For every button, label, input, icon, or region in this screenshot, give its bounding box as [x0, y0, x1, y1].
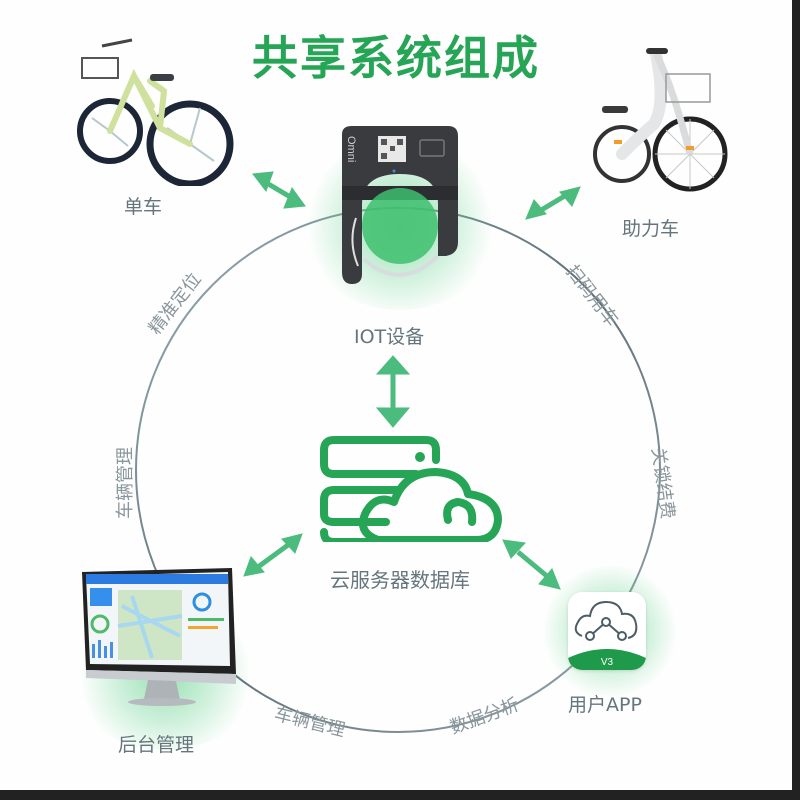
svg-text:Omni: Omni — [345, 136, 357, 162]
node-label-ebike: 助力车 — [622, 218, 680, 240]
node-label-bike: 单车 — [124, 196, 163, 218]
assist-bicycle-image — [582, 44, 732, 194]
arc-label-vehicle-management: 车辆管理 — [115, 447, 136, 519]
app-icon[interactable]: V3 — [568, 592, 646, 670]
bottom-bar — [0, 790, 800, 800]
bicycle-image — [72, 36, 242, 186]
diagram-canvas: 共享系统组成 精准定位 车辆管理 扫码用车 关锁结费 车辆管理 数据分析 单车 — [0, 0, 792, 790]
double-arrow-icon — [375, 355, 411, 428]
svg-text:V3: V3 — [601, 657, 614, 668]
double-arrow-icon — [243, 533, 303, 577]
double-arrow-icon — [502, 539, 561, 590]
smart-lock-image: Omni — [334, 124, 466, 286]
connection-graphics — [135, 171, 661, 733]
double-arrow-icon — [252, 171, 306, 209]
page-title: 共享系统组成 — [252, 31, 540, 85]
double-arrow-icon — [525, 186, 581, 220]
node-label-app: 用户APP — [568, 694, 642, 716]
monitor-dashboard-image — [72, 566, 242, 712]
node-label-backend: 后台管理 — [118, 734, 195, 756]
server-cloud-icon — [316, 432, 506, 542]
node-label-cloud: 云服务器数据库 — [330, 568, 470, 592]
right-edge-bar — [792, 0, 800, 800]
node-label-iot: IOT设备 — [354, 326, 425, 348]
